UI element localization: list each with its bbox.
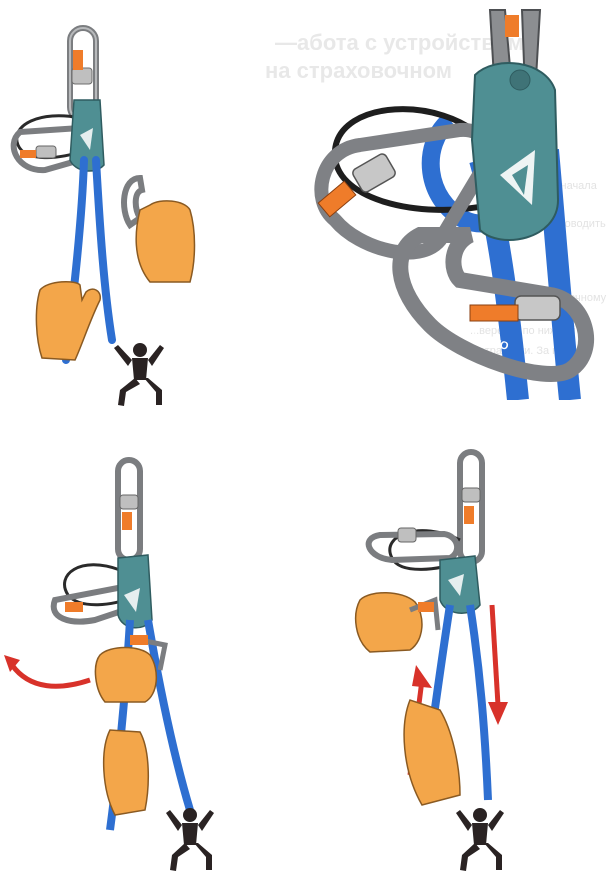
step4-climber-icon [456,808,504,871]
step4-top-carabiner-icon [460,452,482,562]
step4-fist-icon [356,593,422,652]
step3-top-carabiner-icon [118,460,140,560]
rope-climber-strand [96,160,112,340]
step3-climber-icon [166,808,214,871]
step-4-illustration [340,440,540,888]
step4-down-arrow-icon [488,605,508,725]
step3-fist-icon [95,648,156,703]
step-2-closeup-illustration: VENTO [300,0,615,400]
step-3-illustration [0,440,240,888]
closeup-belay-device-icon [472,63,558,240]
brake-hand-icon [36,282,100,360]
step3-rotate-arrow-icon [12,665,90,686]
step-1-illustration [0,0,230,430]
step4-brake-hand-icon [404,700,460,805]
climber-icon [114,343,164,406]
step3-brake-hand-icon [104,730,149,815]
upper-hand-icon [136,201,194,282]
